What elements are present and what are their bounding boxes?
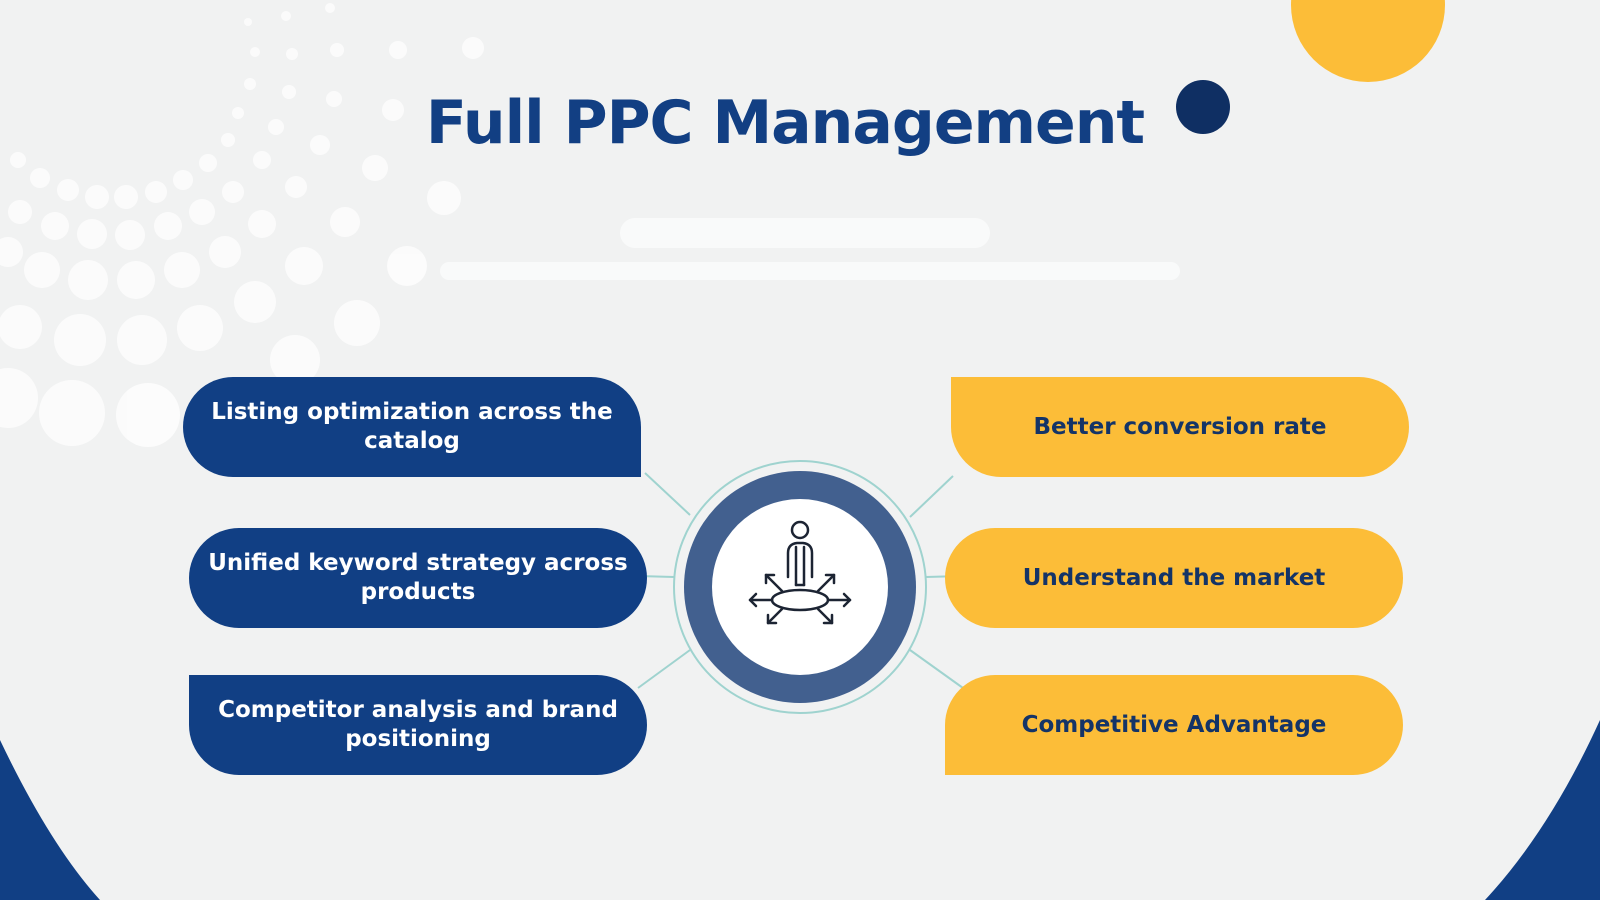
benefit-pill-understand-market: Understand the market	[945, 528, 1403, 628]
benefit-label: Understand the market	[1022, 564, 1326, 591]
feature-pill-keyword-strategy: Unified keyword strategy across products	[189, 528, 647, 628]
person-with-arrows-icon	[748, 520, 852, 625]
benefit-label: Better conversion rate	[1033, 413, 1327, 440]
feature-label: Unified keyword strategy across products	[208, 550, 628, 605]
yellow-circle-decoration	[1291, 0, 1445, 82]
benefit-label: Competitive Advantage	[1021, 711, 1327, 738]
navy-dot-decoration	[1176, 80, 1230, 134]
benefit-pill-competitive-advantage: Competitive Advantage	[945, 675, 1403, 775]
feature-pill-listing-optimization: Listing optimization across the catalog	[183, 377, 641, 477]
feature-label: Listing optimization across the catalog	[211, 399, 613, 454]
benefit-pill-conversion-rate: Better conversion rate	[951, 377, 1409, 477]
feature-label: Competitor analysis and brand positionin…	[218, 697, 618, 752]
page-title: Full PPC Management	[425, 88, 1145, 158]
center-hub	[673, 460, 927, 714]
blurred-text-decoration	[440, 218, 1180, 280]
blue-arc-decoration-right	[1485, 720, 1600, 900]
feature-pill-competitor-analysis: Competitor analysis and brand positionin…	[189, 675, 647, 775]
blue-arc-decoration	[0, 740, 100, 900]
dot-pattern-decoration	[0, 3, 484, 447]
